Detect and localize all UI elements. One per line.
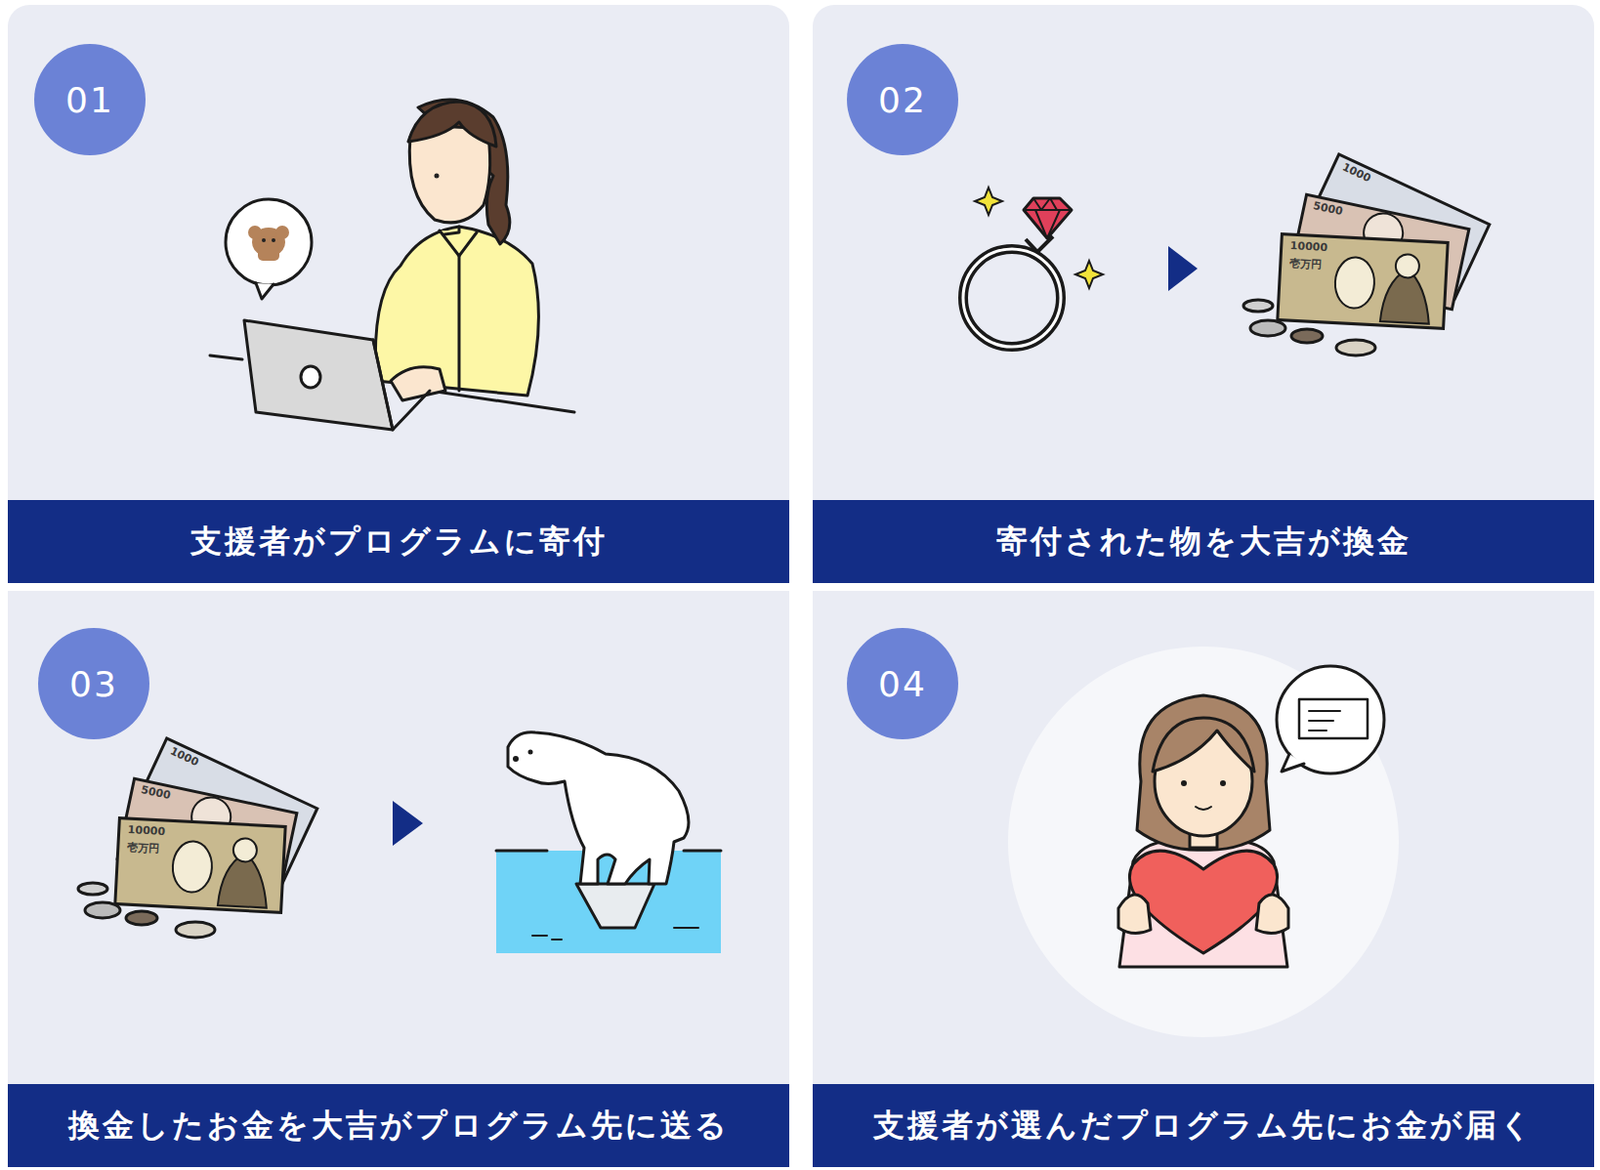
step-caption-band: 支援者が選んだプログラム先にお金が届く <box>812 1084 1595 1168</box>
step-number: 02 <box>878 80 927 121</box>
banknote-label: 10000 <box>1290 240 1329 253</box>
step-caption-band: 寄付された物を大吉が換金 <box>812 500 1595 584</box>
step-caption: 寄付された物を大吉が換金 <box>996 520 1412 564</box>
step-number: 04 <box>878 664 927 705</box>
step-number: 03 <box>69 664 119 705</box>
banknote-label: 10000 <box>127 824 167 838</box>
step-number-circle: 03 <box>38 628 150 740</box>
step-caption: 支援者が選んだプログラム先にお金が届く <box>873 1104 1535 1148</box>
banknote-label: 壱万円 <box>1289 257 1323 271</box>
step-caption: 支援者がプログラムに寄付 <box>190 520 608 564</box>
step-number-circle: 04 <box>846 628 959 740</box>
step-number: 01 <box>65 80 115 121</box>
step-number-circle: 01 <box>34 43 146 156</box>
step-caption-band: 支援者がプログラムに寄付 <box>7 500 790 584</box>
banknote-label: 壱万円 <box>126 842 161 855</box>
step-caption: 換金したお金を大吉がプログラム先に送る <box>68 1104 730 1148</box>
step-number-circle: 02 <box>846 43 959 156</box>
step-caption-band: 換金したお金を大吉がプログラム先に送る <box>7 1084 790 1168</box>
